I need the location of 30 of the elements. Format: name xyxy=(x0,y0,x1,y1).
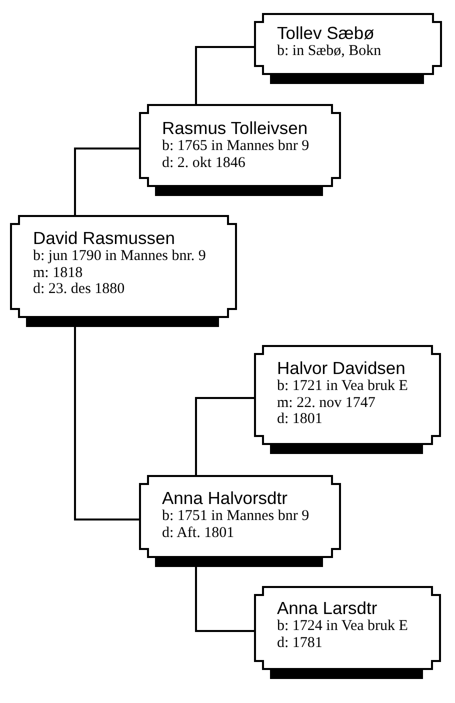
life-event-text: b: 1765 in Mannes bnr 9 xyxy=(162,138,310,155)
life-event-text: d: 1801 xyxy=(277,411,322,428)
life-event-text: m: 1818 xyxy=(33,264,83,282)
connector-line xyxy=(195,46,254,104)
person-card xyxy=(139,475,341,567)
person-card xyxy=(254,345,441,454)
person-name: Tollev Sæbø xyxy=(277,24,374,43)
life-event-text: d: 23. des 1880 xyxy=(33,281,125,298)
person-card xyxy=(139,104,341,196)
life-event-text: b: jun 1790 in Mannes bnr. 9 xyxy=(33,248,206,265)
person-name: Anna Halvorsdtr xyxy=(162,489,288,508)
life-event-text: b: 1721 in Vea bruk E xyxy=(277,378,408,395)
life-event-text: d: 1781 xyxy=(277,634,322,652)
life-event-text: m: 22. nov 1747 xyxy=(277,394,376,412)
life-event-text: b: 1724 in Vea bruk E xyxy=(277,618,408,635)
person-card xyxy=(254,586,441,679)
connector-line xyxy=(195,397,254,475)
person-name: Halvor Davidsen xyxy=(277,359,406,378)
person-card xyxy=(10,215,237,327)
person-card xyxy=(254,13,442,84)
person-name: Anna Larsdtr xyxy=(277,599,378,618)
life-event-text: b: 1751 in Mannes bnr 9 xyxy=(162,508,310,525)
life-event-text: d: Aft. 1801 xyxy=(162,524,234,542)
life-event-text: d: 2. okt 1846 xyxy=(162,154,246,172)
connector-line xyxy=(195,567,254,632)
life-event-text: b: in Sæbø, Bokn xyxy=(277,43,382,60)
connector-line xyxy=(74,327,139,520)
person-name: David Rasmussen xyxy=(33,229,175,248)
person-name: Rasmus Tolleivsen xyxy=(162,119,308,138)
connector-line xyxy=(74,148,139,215)
